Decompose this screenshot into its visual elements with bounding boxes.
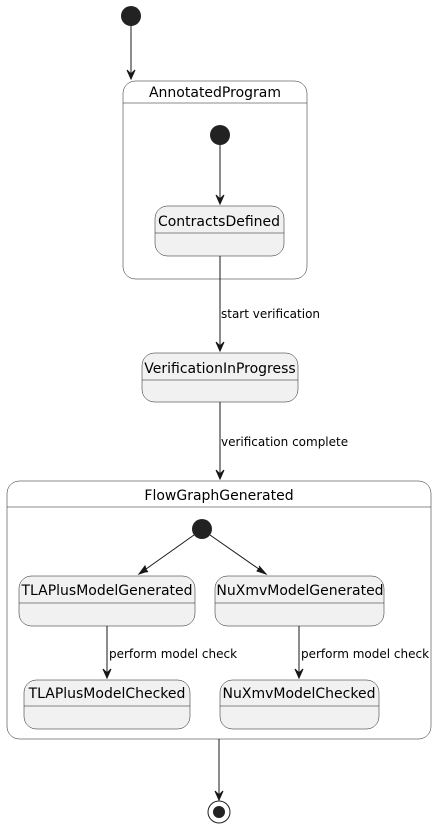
state-title: VerificationInProgress bbox=[144, 361, 295, 377]
state-nuxmv-model-checked: NuXmvModelChecked bbox=[219, 679, 380, 730]
state-title: TLAPlusModelChecked bbox=[28, 686, 186, 702]
edge-initial-to-nuxmv-generated bbox=[209, 534, 267, 575]
arrowhead bbox=[214, 790, 224, 802]
state-title: TLAPlusModelGenerated bbox=[20, 583, 192, 599]
state-annotated-program: AnnotatedProgram bbox=[122, 80, 308, 280]
state-title: NuXmvModelChecked bbox=[223, 686, 376, 702]
arrowhead bbox=[294, 668, 304, 680]
state-tla-model-generated: TLAPlusModelGenerated bbox=[18, 575, 196, 627]
state-nuxmv-model-generated: NuXmvModelGenerated bbox=[214, 575, 385, 627]
state-contracts-defined: ContractsDefined bbox=[154, 205, 285, 257]
state-tla-model-checked: TLAPlusModelChecked bbox=[23, 679, 191, 730]
edge-initial-to-tla-generated bbox=[138, 534, 195, 575]
arrowhead bbox=[102, 668, 112, 680]
final-node bbox=[207, 800, 231, 824]
state-verification-in-progress: VerificationInProgress bbox=[141, 352, 299, 403]
state-flow-graph-generated: FlowGraphGenerated bbox=[6, 480, 432, 740]
arrowhead bbox=[126, 69, 136, 81]
state-title: FlowGraphGenerated bbox=[144, 488, 293, 504]
flow-initial-node bbox=[192, 519, 212, 539]
arrowhead bbox=[137, 564, 149, 575]
initial-node bbox=[121, 6, 141, 26]
state-title: ContractsDefined bbox=[158, 214, 280, 230]
transition-label-start-verification: start verification bbox=[221, 307, 320, 321]
arrowhead bbox=[215, 341, 225, 353]
arrowhead bbox=[256, 565, 268, 576]
state-title: AnnotatedProgram bbox=[149, 85, 281, 101]
transition-label-verification-complete: verification complete bbox=[221, 435, 348, 449]
transition-label-perform-model-check-left: perform model check bbox=[109, 647, 237, 661]
arrowhead bbox=[215, 469, 225, 481]
inner-initial-node bbox=[210, 125, 230, 145]
transition-label-perform-model-check-right: perform model check bbox=[301, 647, 429, 661]
arrowhead bbox=[215, 194, 225, 206]
state-title: NuXmvModelGenerated bbox=[216, 583, 383, 599]
